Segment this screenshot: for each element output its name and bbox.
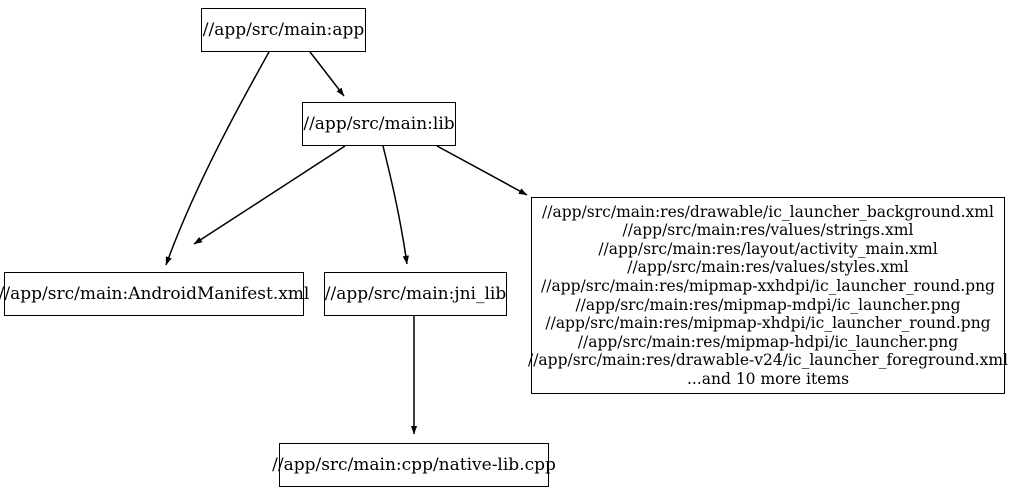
edge-lib-to-jni [382, 145, 409, 265]
graph-node-res-group-label: //app/src/main:res/drawable/ic_launcher_… [527, 202, 1009, 388]
graph-node-app[interactable]: //app/src/main:app [201, 8, 366, 52]
graph-node-res-group[interactable]: //app/src/main:res/drawable/ic_launcher_… [527, 197, 1009, 394]
edge-app-to-manifest [165, 51, 270, 266]
edge-lib-to-manifest [193, 145, 346, 245]
graph-node-lib-label: //app/src/main:lib [303, 113, 455, 134]
edge-lib-to-res [436, 145, 528, 196]
graph-node-lib[interactable]: //app/src/main:lib [302, 102, 456, 146]
graph-node-app-label: //app/src/main:app [202, 19, 365, 40]
graph-node-jni-lib[interactable]: //app/src/main:jni_lib [324, 272, 507, 316]
graph-node-native-lib-cpp-label: //app/src/main:cpp/native-lib.cpp [272, 454, 556, 475]
graph-node-android-manifest-label: //app/src/main:AndroidManifest.xml [0, 283, 310, 304]
graph-node-android-manifest[interactable]: //app/src/main:AndroidManifest.xml [0, 272, 309, 316]
edge-app-to-lib [309, 51, 345, 97]
graph-node-jni-lib-label: //app/src/main:jni_lib [324, 283, 507, 304]
graph-node-native-lib-cpp[interactable]: //app/src/main:cpp/native-lib.cpp [272, 443, 556, 487]
